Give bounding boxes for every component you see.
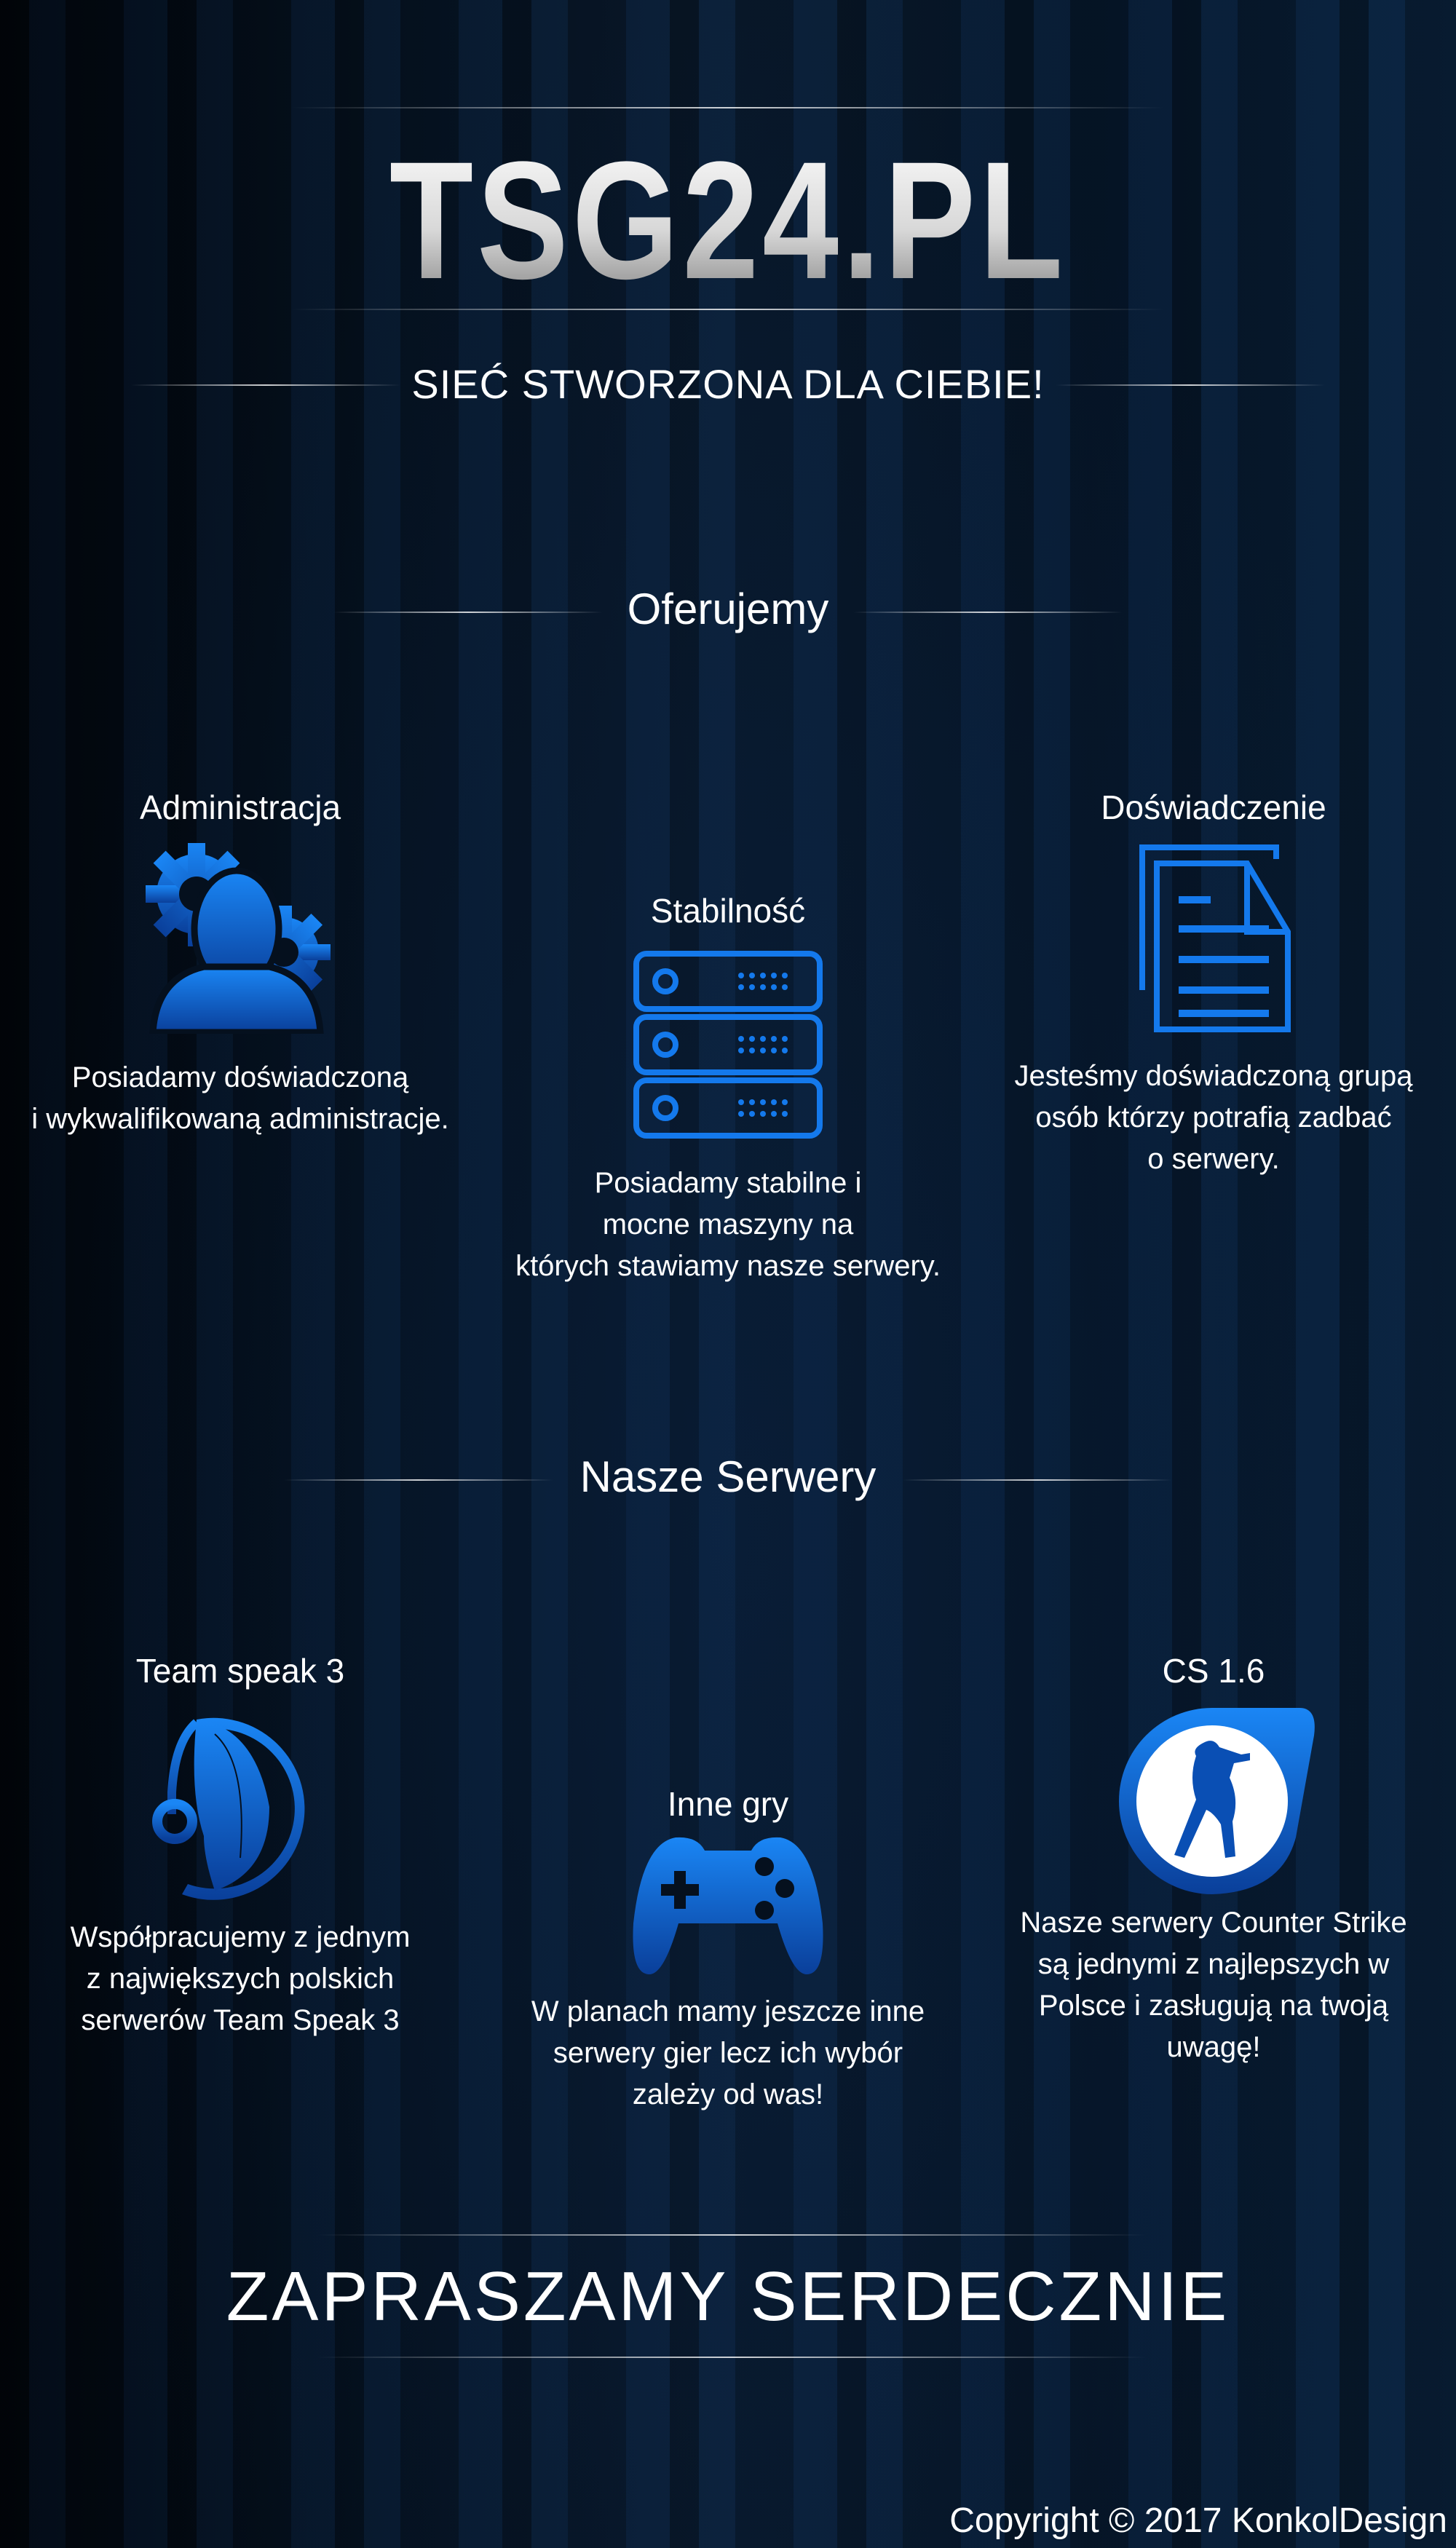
page-title: TSG24.PL: [389, 124, 1067, 317]
desc-line: Polsce i zasługują na twoją: [1038, 1990, 1389, 2022]
divider: [853, 612, 1123, 613]
desc-line: Jesteśmy doświadczoną grupą: [1014, 1060, 1413, 1092]
invite-text: ZAPRASZAMY SERDECZNIE: [226, 2258, 1230, 2335]
divider: [903, 1479, 1172, 1481]
copyright: Copyright © 2017 KonkolDesign: [949, 2501, 1447, 2540]
admin-gears-icon: [146, 843, 331, 1034]
server-label-cs16: CS 1.6: [1162, 1652, 1265, 1690]
desc-line: osób którzy potrafią zadbać: [1035, 1101, 1392, 1133]
offer-label-doswiadczenie: Doświadczenie: [1101, 788, 1326, 826]
desc-line: są jednymi z najlepszych w: [1037, 1948, 1390, 1980]
divider: [291, 309, 1165, 310]
desc-line: z największych polskich: [86, 1963, 395, 1995]
document-icon: [1139, 844, 1291, 1032]
offer-label-stabilnosc: Stabilność: [650, 892, 806, 930]
desc-line: Nasze serwery Counter Strike: [1020, 1907, 1407, 1939]
teamspeak-icon: [152, 1717, 305, 1900]
desc-line: serwerów Team Speak 3: [81, 2004, 400, 2036]
counter-strike-icon: [1119, 1708, 1315, 1894]
subtitle: SIEĆ STWORZONA DLA CIEBIE!: [411, 361, 1045, 407]
offer-label-administracja: Administracja: [139, 788, 341, 826]
server-desc-cs16: Nasze serwery Counter Strike są jednymi …: [1020, 1902, 1406, 2068]
desc-line: uwagę!: [1166, 2031, 1261, 2063]
desc-line: i wykwalifikowaną administracje.: [31, 1103, 449, 1135]
desc-line: Posiadamy stabilne i: [594, 1167, 862, 1199]
offer-desc-stabilnosc: Posiadamy stabilne i mocne maszyny na kt…: [515, 1163, 941, 1287]
divider: [284, 1479, 553, 1481]
section-heading-offer: Oferujemy: [627, 585, 829, 633]
desc-line: W planach mamy jeszcze inne: [531, 1995, 925, 2027]
server-label-inne-gry: Inne gry: [667, 1785, 789, 1823]
server-label-teamspeak: Team speak 3: [135, 1652, 345, 1690]
desc-line: serwery gier lecz ich wybór: [553, 2037, 903, 2069]
desc-line: mocne maszyny na: [602, 1208, 854, 1241]
section-heading-servers: Nasze Serwery: [579, 1452, 877, 1501]
divider: [291, 107, 1165, 108]
gamepad-icon: [633, 1837, 823, 1974]
divider: [317, 2234, 1147, 2236]
offer-desc-administracja: Posiadamy doświadczoną i wykwalifikowaną…: [31, 1057, 449, 1140]
divider: [1056, 384, 1325, 386]
desc-line: Posiadamy doświadczoną: [71, 1061, 409, 1093]
server-desc-inne-gry: W planach mamy jeszcze inne serwery gier…: [531, 1991, 925, 2116]
server-rack-icon: [633, 951, 823, 1139]
desc-line: Współpracujemy z jednym: [70, 1921, 411, 1953]
desc-line: o serwery.: [1147, 1143, 1280, 1175]
desc-line: zależy od was!: [632, 2078, 824, 2110]
offer-desc-doswiadczenie: Jesteśmy doświadczoną grupą osób którzy …: [1015, 1056, 1413, 1180]
desc-line: których stawiamy nasze serwery.: [515, 1250, 941, 1282]
divider: [131, 384, 400, 386]
divider: [317, 2357, 1147, 2358]
server-desc-teamspeak: Współpracujemy z jednym z największych p…: [71, 1917, 411, 2041]
divider: [333, 612, 603, 613]
